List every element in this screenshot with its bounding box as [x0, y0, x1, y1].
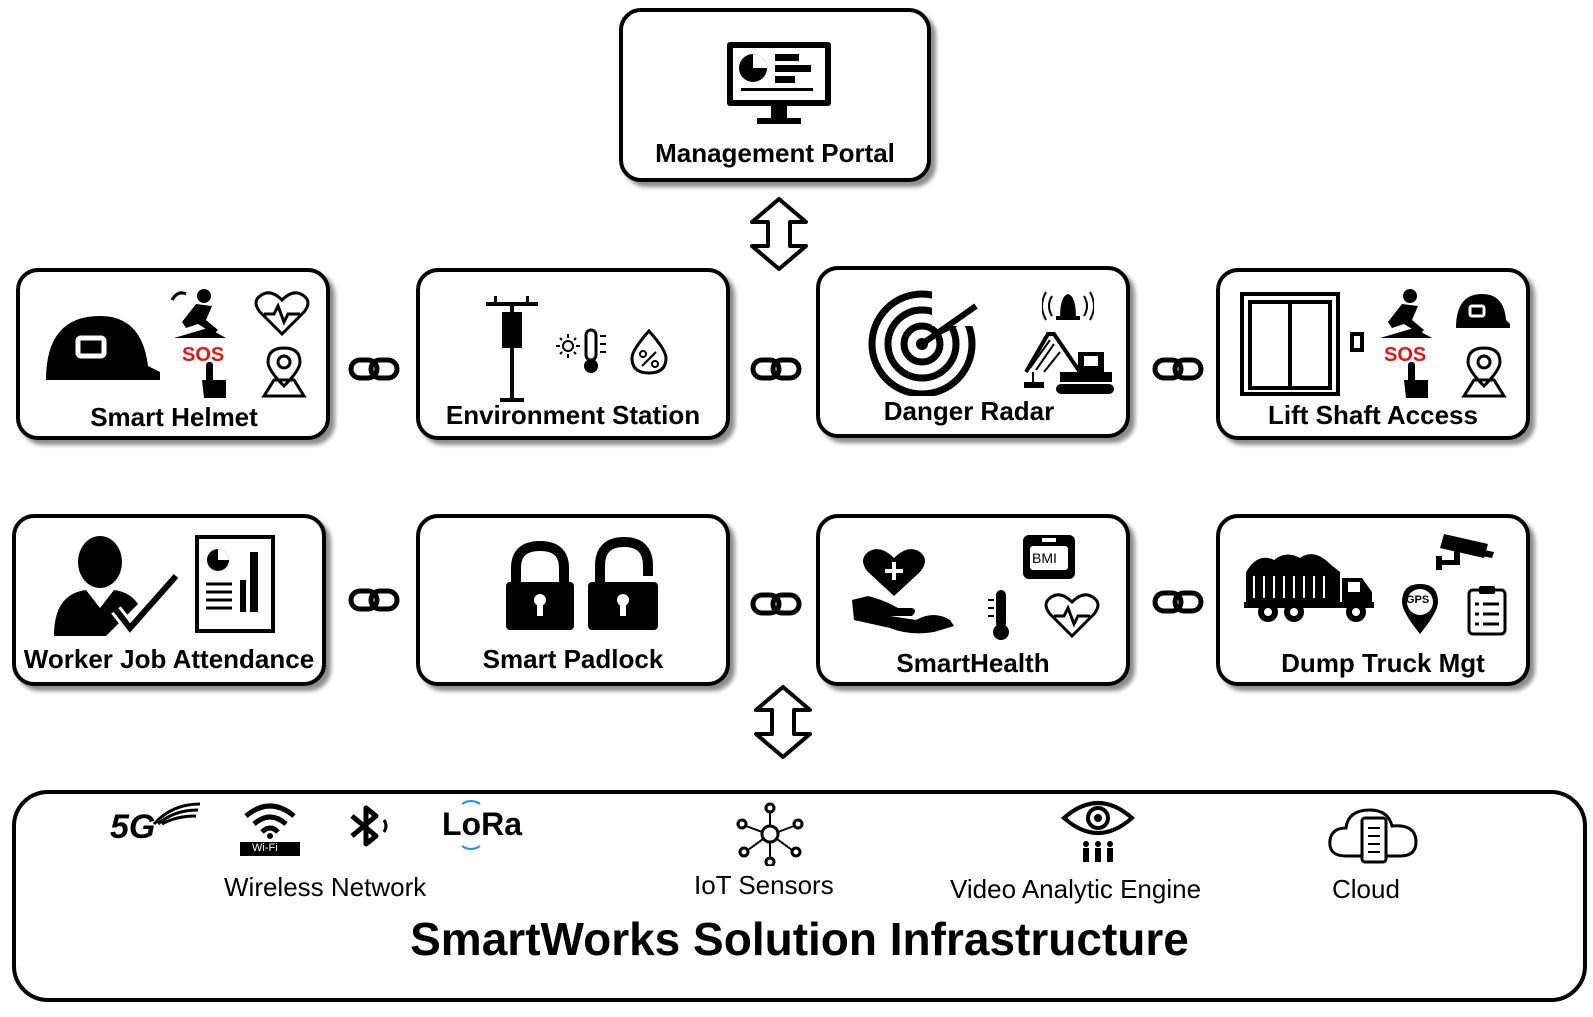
cctv-camera-icon [1436, 534, 1494, 570]
smarthealth-box: BMI SmartHealth [816, 514, 1130, 686]
sos-hand-icon [1404, 362, 1428, 398]
wireless-network-label: Wireless Network [224, 872, 427, 902]
management-portal-box: Management Portal [619, 8, 931, 182]
link-icon [750, 357, 802, 381]
smart-helmet-box: SOS Smart Helmet [16, 268, 330, 440]
cloud-server-icon [1328, 808, 1418, 864]
humidity-drop-icon [630, 328, 668, 375]
link-icon [348, 357, 400, 381]
link-icon [750, 592, 802, 616]
dump-truck-mgt-box: GPS Dump Truck Mgt [1216, 514, 1530, 686]
clipboard-checklist-icon [1467, 586, 1507, 636]
thermometer-sun-icon [556, 328, 606, 373]
dump-truck-icon [1244, 554, 1374, 622]
wifi-icon [240, 803, 300, 856]
fall-detection-icon [170, 289, 226, 338]
dump-truck-mgt-label: Dump Truck Mgt [1281, 648, 1485, 678]
eye-surveillance-icon [1060, 801, 1136, 862]
bmi-scale-icon [1023, 535, 1075, 579]
worker-job-attendance-box: Worker Job Attendance [12, 514, 326, 686]
environment-station-box: Environment Station [416, 268, 730, 440]
double-arrow-top [750, 197, 808, 271]
infrastructure-box: 5G Wi-Fi LoRa Wireless Network IoT Senso… [12, 790, 1587, 1002]
sos-badge: SOS [1384, 344, 1427, 366]
lift-shaft-access-label: Lift Shaft Access [1268, 400, 1478, 430]
gps-pin-icon [1402, 584, 1438, 634]
alarm-bell-icon [1042, 291, 1094, 321]
smarthealth-label: SmartHealth [896, 648, 1050, 678]
cloud-label: Cloud [1332, 874, 1400, 904]
hard-hat-icon [1456, 294, 1510, 328]
wifi-label: Wi-Fi [252, 842, 278, 854]
elevator-door-icon [1240, 292, 1364, 396]
worker-check-icon [54, 536, 181, 638]
lora-waves-icon [461, 800, 481, 850]
dashboard-monitor-icon [727, 42, 831, 124]
heartbeat-icon [254, 291, 310, 337]
worker-job-attendance-label: Worker Job Attendance [23, 644, 315, 674]
bmi-label: BMI [1032, 550, 1057, 566]
sos-hand-icon [202, 362, 226, 398]
double-arrow-bottom [754, 685, 812, 759]
location-pin-icon [261, 346, 307, 398]
smart-padlock-label: Smart Padlock [482, 644, 664, 674]
link-icon [1152, 357, 1204, 381]
weather-station-icon [486, 296, 538, 402]
infrastructure-title: SmartWorks Solution Infrastructure [410, 913, 1189, 965]
sos-badge: SOS [182, 344, 225, 366]
environment-station-label: Environment Station [445, 400, 701, 430]
lift-shaft-access-box: SOS Lift Shaft Access [1216, 268, 1530, 440]
gps-label: GPS [1406, 594, 1430, 606]
report-document-icon [195, 535, 275, 633]
danger-radar-label: Danger Radar [883, 396, 1055, 426]
hard-hat-icon [46, 316, 160, 380]
5g-icon: 5G [110, 808, 156, 846]
bluetooth-icon [350, 805, 388, 847]
padlock-unlocked-icon [588, 536, 658, 630]
padlock-locked-icon [506, 540, 574, 630]
radar-icon [868, 286, 988, 396]
crane-icon [1024, 332, 1114, 394]
link-icon [348, 588, 400, 612]
iot-network-icon [736, 802, 804, 866]
care-hand-heart-icon [852, 549, 954, 634]
fall-detection-icon [1380, 289, 1432, 338]
iot-sensors-label: IoT Sensors [694, 870, 834, 900]
smart-helmet-label: Smart Helmet [90, 402, 258, 432]
heartbeat-icon [1044, 593, 1100, 639]
thermometer-icon [988, 590, 1009, 640]
danger-radar-box: Danger Radar [816, 266, 1130, 438]
video-analytic-engine-label: Video Analytic Engine [950, 874, 1202, 904]
lora-icon: LoRa [442, 806, 522, 842]
5g-signal-icon [152, 802, 201, 826]
link-icon [1152, 590, 1204, 614]
location-pin-icon [1461, 346, 1507, 398]
management-portal-label: Management Portal [655, 138, 895, 168]
smart-padlock-box: Smart Padlock [416, 514, 730, 686]
